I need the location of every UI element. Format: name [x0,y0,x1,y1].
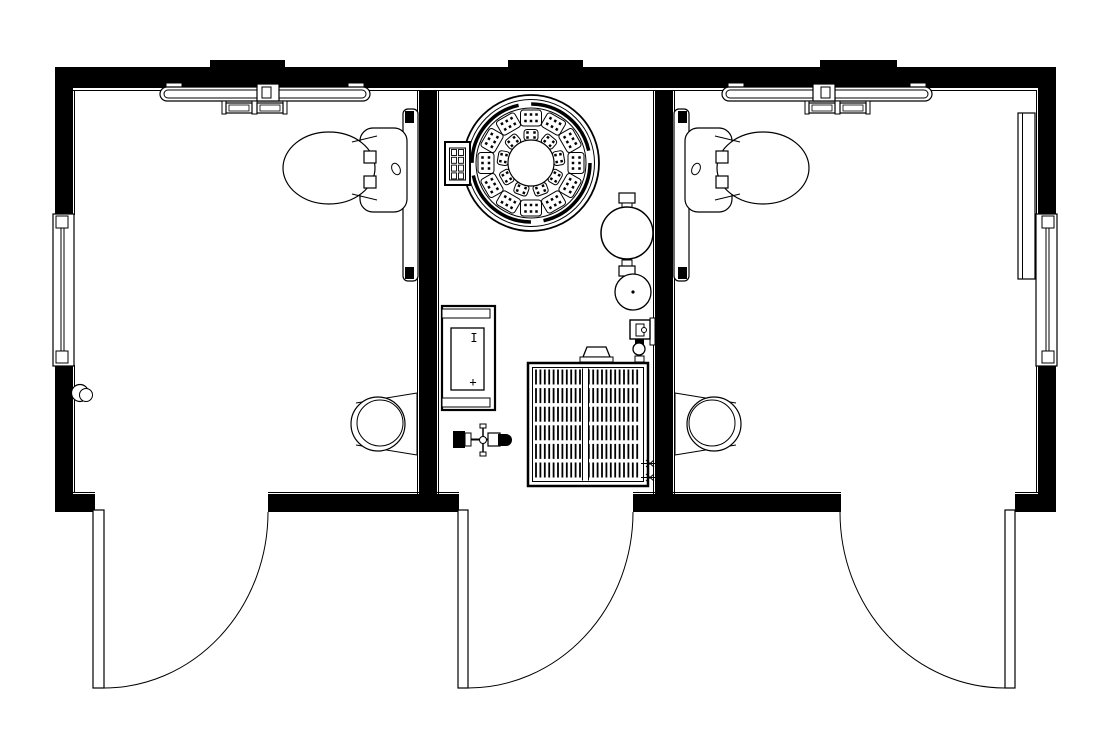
wall-tab-left [210,60,285,68]
right-window [1035,213,1058,367]
left-partition-wall [417,90,439,494]
spa-control-keys [451,149,464,180]
water-heater [614,273,652,311]
wall-cabinet: I + [440,304,497,412]
door-left-swing-arc [103,511,269,689]
right-partition-wall [653,90,675,494]
door-right-leaf [1004,509,1016,689]
floor-grate [526,361,660,488]
door-right-swing-arc [839,511,1006,689]
door-stop [70,383,93,403]
left-wall [55,88,75,512]
grate-step [579,346,614,363]
door-middle-swing-arc [467,511,634,689]
cabinet-top-symbol: I [470,331,477,345]
wall-tab-middle [508,60,583,68]
cabinet-bottom-symbol: + [469,375,476,389]
spa-tiles [477,109,585,217]
radiator-left [159,82,371,115]
wall-tab-right [820,60,897,68]
circulation-pump [629,317,656,363]
door-left [92,509,269,689]
left-window [52,213,75,367]
radiator-right [721,82,933,115]
door-middle [457,509,634,689]
washbasin-right [674,392,742,456]
bottom-wall [55,492,1056,512]
grate-drain-fitting-lower [641,473,660,482]
water-tank [600,192,654,277]
exterior-walls [55,60,1056,512]
door-middle-leaf [457,509,469,689]
circular-spa [462,94,600,232]
wall-panel [1017,112,1036,280]
right-wall [1036,88,1056,512]
top-wall-tabs [210,60,897,68]
spa-control-panel [444,141,471,186]
toilet-right [673,108,810,282]
faucet-valve [453,423,512,457]
toilet-left [282,108,419,282]
grate-drain-fitting-upper [641,459,660,468]
door-left-leaf [92,509,105,689]
washbasin-left [350,392,418,456]
door-right [839,509,1016,689]
